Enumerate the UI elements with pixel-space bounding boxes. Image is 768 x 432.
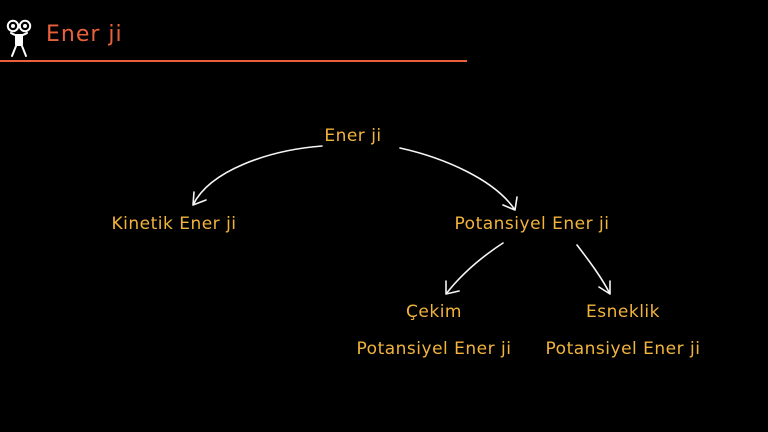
character-logo-icon xyxy=(6,19,32,57)
node-kinetic-energy: Kinetik Ener ji xyxy=(111,214,237,234)
arrow-potential-to-gravity xyxy=(445,242,504,295)
header-divider xyxy=(0,60,467,62)
node-elastic-label: Esneklik xyxy=(586,302,660,322)
node-elastic-potential-energy: Potansiyel Ener ji xyxy=(545,339,701,359)
node-gravity-potential-energy: Potansiyel Ener ji xyxy=(356,339,512,359)
arrow-root-to-kinetic xyxy=(192,145,323,206)
arrow-root-to-potential xyxy=(399,147,518,211)
page-title: Ener ji xyxy=(46,22,123,47)
node-gravity-label: Çekim xyxy=(406,302,462,322)
arrow-potential-to-elastic xyxy=(576,244,611,295)
node-potential-energy: Potansiyel Ener ji xyxy=(454,214,610,234)
header: Ener ji xyxy=(0,0,768,64)
node-energy: Ener ji xyxy=(324,126,382,146)
